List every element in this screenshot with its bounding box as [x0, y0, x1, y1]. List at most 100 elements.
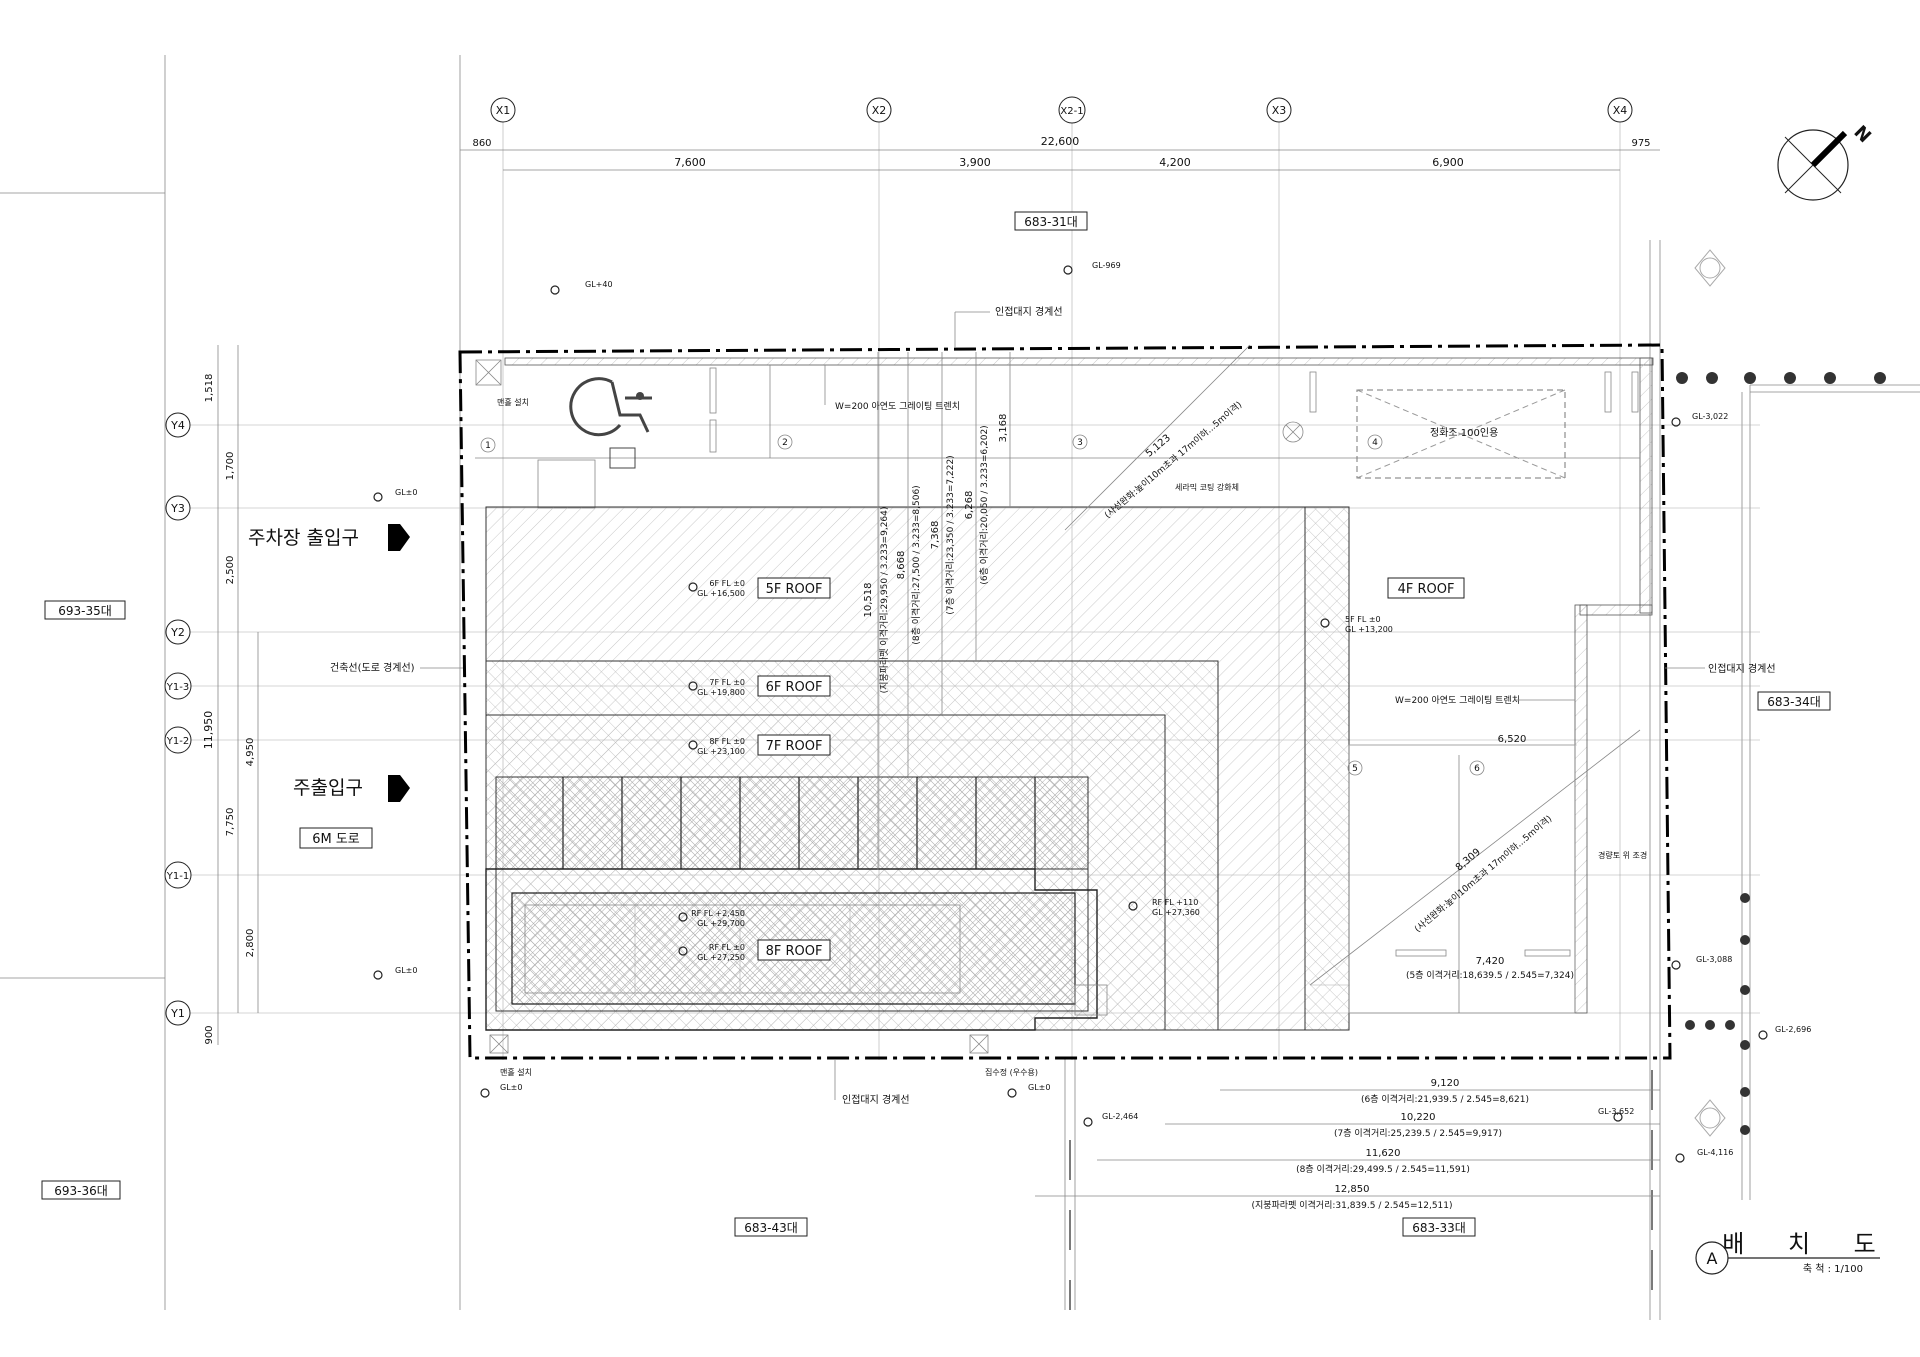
- manhole-north-label: 맨홀 설치: [497, 397, 529, 407]
- grid-bubbles-left: Y4 Y3 Y2 Y1-3 Y1-2 Y1-1 Y1: [164, 412, 192, 1026]
- building-line-label: 건축선(도로 경계선): [330, 661, 415, 674]
- gl-mark-5: GL±0: [500, 1083, 522, 1092]
- road-label: 6M 도로: [312, 832, 360, 847]
- plant-symbols: [1694, 249, 1726, 1137]
- roof-label-6f: 6F ROOF: [766, 680, 823, 695]
- drawing-title: 배 치 도: [1722, 1230, 1894, 1258]
- gl-mark-9: GL-2,696: [1775, 1025, 1811, 1034]
- south-dim-7f-note: (7층 이격거리:25,239.5 / 2.545=9,917): [1334, 1127, 1502, 1139]
- annotation-labels: 인접대지 경계선 인접대지 경계선 인접대지 경계선 건축선(도로 경계선) W…: [330, 305, 1776, 1106]
- dim-h-1700: 1,700: [225, 452, 236, 481]
- drawing-scale: 축 척 : 1/100: [1803, 1263, 1863, 1275]
- rain-tank-label: 집수정 (우수용): [985, 1067, 1038, 1077]
- ceramic-label: 세라믹 코팅 강화체: [1175, 482, 1239, 492]
- dim-span-4: 6,900: [1432, 156, 1464, 169]
- vdim-value-2: 8,668: [896, 551, 907, 580]
- lot-labels: 683-31대 693-35대 693-36대 683-34대 683-43대 …: [41, 211, 1831, 1237]
- grid-label-y3: Y3: [170, 502, 185, 515]
- north-arrow-icon: N: [1777, 122, 1875, 201]
- dim-span-1: 7,600: [674, 156, 706, 169]
- grid-label-x2-1: X2-1: [1060, 106, 1083, 117]
- level-rf-fl-b: RF FL ±0: [709, 943, 745, 952]
- area-no-6: 6: [1474, 764, 1480, 774]
- septic-label: 정화조 100인용: [1430, 427, 1498, 439]
- main-entrance-label: 주출입구: [293, 777, 363, 799]
- boundary-north-label: 인접대지 경계선: [995, 305, 1063, 318]
- lot-south-east: 683-33대: [1412, 1221, 1466, 1235]
- title-block: A 배 치 도 축 척 : 1/100: [1695, 1230, 1894, 1275]
- entrances: 주차장 출입구 주출입구: [248, 524, 410, 802]
- lot-east: 683-34대: [1767, 695, 1821, 709]
- dim-left-offset: 860: [472, 138, 491, 149]
- vdim-note-3: (7층 이격거리:23,350 / 3.233=7,222): [944, 455, 956, 614]
- south-dim-5f-value: 7,420: [1476, 956, 1505, 967]
- dim-overall-height: 11,950: [202, 711, 215, 750]
- gl-mark-11: GL-3,652: [1598, 1107, 1634, 1116]
- gl-mark-4: GL±0: [395, 966, 417, 975]
- north-label: N: [1849, 122, 1875, 148]
- vdim-value-3: 7,368: [930, 521, 941, 550]
- level-5f-gl: GL +13,200: [1345, 625, 1393, 634]
- vdim-note-2: (8층 이격거리:27,500 / 3.233=8,506): [910, 485, 922, 644]
- vdim-value-1: 10,518: [863, 583, 874, 618]
- top-dimensions: 860 22,600 975 7,600 3,900 4,200 6,900: [460, 135, 1660, 171]
- boundary-south-label: 인접대지 경계선: [842, 1093, 910, 1106]
- dim-span-3: 4,200: [1159, 156, 1191, 169]
- vdim-note-4: (6층 이격거리:20,050 / 3.233=6,202): [978, 425, 990, 584]
- roof-labels: 5F ROOF 6F ROOF 7F ROOF 8F ROOF 4F ROOF: [757, 577, 1465, 961]
- width-6520: 6,520: [1498, 734, 1527, 745]
- level-6f-fl: 6F FL ±0: [709, 579, 745, 588]
- parking-no-1: 1: [485, 441, 491, 451]
- fence-posts: [1676, 372, 1886, 1135]
- parking-no-2: 2: [782, 438, 788, 448]
- roof-label-5f: 5F ROOF: [766, 582, 823, 597]
- grid-label-y1-2: Y1-2: [166, 736, 189, 747]
- grid-label-y2: Y2: [170, 626, 185, 639]
- level-5f-fl: 5F FL ±0: [1345, 615, 1381, 624]
- grid-label-y1-3: Y1-3: [166, 682, 189, 693]
- south-dim-5f-note: (5층 이격거리:18,639.5 / 2.545=7,324): [1406, 969, 1574, 981]
- roof-label-8f: 8F ROOF: [766, 944, 823, 959]
- gl-markers: GL+40 GL-969 GL±0 GL±0 GL±0 GL±0 GL-3,02…: [373, 261, 1811, 1163]
- level-rf-gl-a: GL +29,700: [697, 919, 745, 928]
- south-dim-roof-value: 12,850: [1335, 1184, 1370, 1195]
- dim-h-900: 900: [204, 1025, 215, 1044]
- gl-mark-3: GL±0: [395, 488, 417, 497]
- level-8f-gl: GL +23,100: [697, 747, 745, 756]
- level-6f-gl: GL +16,500: [697, 589, 745, 598]
- level-rf-fl-a: RF FL +2,450: [691, 909, 745, 918]
- vertical-dimension-lines: [877, 352, 1011, 870]
- gl-mark-7: GL-3,022: [1692, 412, 1728, 421]
- lot-north: 683-31대: [1024, 215, 1078, 229]
- lot-west-lower: 693-36대: [54, 1184, 108, 1198]
- trench-north-label: W=200 아연도 그레이팅 트렌치: [835, 400, 960, 412]
- area-no-5: 5: [1352, 764, 1358, 774]
- grid-label-x3: X3: [1272, 104, 1287, 117]
- gl-mark-6: GL±0: [1028, 1083, 1050, 1092]
- level-rf-gl-b: GL +27,250: [697, 953, 745, 962]
- gl-mark-12: GL-4,116: [1697, 1148, 1733, 1157]
- north-parking-area: 1 2 3 4: [475, 357, 1654, 1014]
- accessible-parking-icon: [569, 377, 652, 469]
- south-dim-6f-value: 9,120: [1431, 1078, 1460, 1089]
- gl-mark-10: GL-2,464: [1102, 1112, 1138, 1121]
- parking-entrance-arrow: [388, 524, 410, 551]
- lot-west-upper: 693-35대: [58, 604, 112, 618]
- context-lines: [0, 55, 1920, 1320]
- setback-lines: [1064, 344, 1641, 986]
- south-dim-6f-note: (6층 이격거리:21,939.5 / 2.545=8,621): [1361, 1093, 1529, 1105]
- dim-h-2500: 2,500: [225, 556, 236, 585]
- gl-mark-1: GL+40: [585, 280, 613, 289]
- vdim-value-5: 3,168: [998, 414, 1009, 443]
- vertical-dimension-texts: 10,518 (지붕파라펫 이격거리:29,950 / 3.233=9,264)…: [863, 414, 1009, 694]
- left-dimensions: 11,950 1,518 1,700 2,500 7,750 900 4,950…: [202, 345, 259, 1045]
- grid-label-x4: X4: [1613, 104, 1628, 117]
- parking-no-4: 4: [1372, 438, 1378, 448]
- gl-mark-2: GL-969: [1092, 261, 1121, 270]
- south-dim-roof-note: (지붕파라펫 이격거리:31,839.5 / 2.545=12,511): [1251, 1199, 1452, 1211]
- main-entrance-arrow: [388, 775, 410, 802]
- parking-no-3: 3: [1077, 438, 1083, 448]
- title-marker: A: [1707, 1249, 1718, 1268]
- trench-east-label: W=200 아연도 그레이팅 트렌치: [1395, 694, 1520, 706]
